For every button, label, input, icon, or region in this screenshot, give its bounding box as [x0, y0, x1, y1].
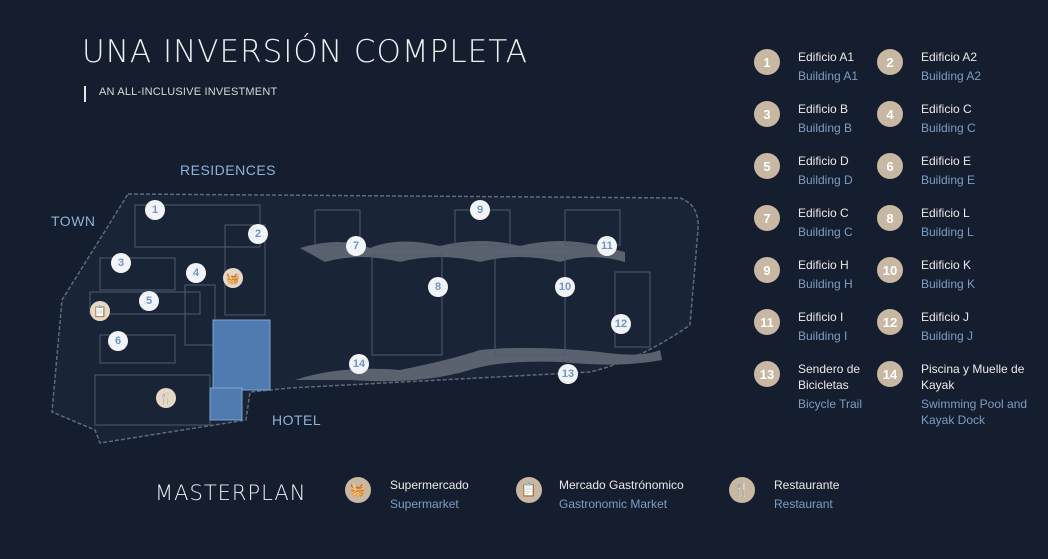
- map-label-town: TOWN: [51, 213, 96, 229]
- legend-label-en: Building A1: [798, 69, 859, 83]
- map-marker-13[interactable]: 13: [558, 364, 578, 384]
- legend-label-es: Edificio E: [921, 154, 972, 168]
- legend-text: Edificio J Building J: [921, 309, 1036, 344]
- legend-label-es: Edificio A1: [798, 50, 855, 64]
- legend-number-badge: 13: [754, 361, 780, 387]
- clipboard-icon: 📋: [516, 477, 542, 503]
- map-marker-11[interactable]: 11: [597, 236, 617, 256]
- page-subtitle: AN ALL-INCLUSIVE INVESTMENT: [99, 86, 278, 98]
- legend-text: Edificio C Building C: [798, 205, 870, 240]
- map-marker-10[interactable]: 10: [555, 277, 575, 297]
- subtitle-divider: [84, 86, 86, 102]
- amenity-label-es: Restaurante: [774, 478, 840, 492]
- legend-text: Edificio L Building L: [921, 205, 1036, 240]
- legend-label-es: Edificio J: [921, 310, 970, 324]
- legend-text: Edificio B Building B: [798, 101, 870, 136]
- map-label-hotel: HOTEL: [272, 412, 322, 428]
- legend-number-badge: 8: [877, 205, 903, 231]
- amenity-label-es: Mercado Gastrónomico: [559, 478, 684, 492]
- legend-label-en: Swimming Pool and Kayak Dock: [921, 397, 1028, 427]
- map-marker-2[interactable]: 2: [248, 224, 268, 244]
- legend-label-es: Edificio C: [798, 206, 849, 220]
- legend-text: Edificio C Building C: [921, 101, 1036, 136]
- legend-label-en: Bicycle Trail: [798, 397, 863, 411]
- legend-label-en: Building J: [921, 329, 974, 343]
- legend-number-badge: 10: [877, 257, 903, 283]
- site-plan-drawing: [51, 193, 699, 444]
- legend-label-es: Edificio K: [921, 258, 972, 272]
- basket-icon[interactable]: 🧺: [223, 268, 243, 288]
- legend-number-badge: 2: [877, 49, 903, 75]
- map-label-residences: RESIDENCES: [180, 162, 277, 178]
- legend-number-badge: 1: [754, 49, 780, 75]
- legend-text: Edificio I Building I: [798, 309, 870, 344]
- map-marker-6[interactable]: 6: [108, 331, 128, 351]
- legend-label-es: Edificio I: [798, 310, 844, 324]
- legend-label-en: Building L: [921, 225, 974, 239]
- legend-label-es: Edificio L: [921, 206, 970, 220]
- legend-text: Edificio K Building K: [921, 257, 1036, 292]
- amenity-label-en: Restaurant: [774, 497, 833, 511]
- legend-label-en: Building E: [921, 173, 976, 187]
- legend-label-en: Building D: [798, 173, 853, 187]
- legend-label-en: Building K: [921, 277, 976, 291]
- legend-number-badge: 5: [754, 153, 780, 179]
- legend-number-badge: 12: [877, 309, 903, 335]
- legend-number-badge: 7: [754, 205, 780, 231]
- page-title: UNA INVERSIÓN COMPLETA: [82, 34, 528, 70]
- legend-label-en: Building C: [798, 225, 853, 239]
- legend-text: Edificio A2 Building A2: [921, 49, 1036, 84]
- legend-label-es: Edificio C: [921, 102, 972, 116]
- legend-number-badge: 3: [754, 101, 780, 127]
- legend-text: Edificio A1 Building A1: [798, 49, 870, 84]
- map-marker-14[interactable]: 14: [349, 354, 369, 374]
- legend-label-es: Edificio A2: [921, 50, 978, 64]
- masterplan-title: MASTERPLAN: [155, 481, 307, 505]
- amenity-label-en: Supermarket: [390, 497, 459, 511]
- legend-text: Edificio H Building H: [798, 257, 870, 292]
- legend-label-es: Piscina y Muelle de Kayak: [921, 362, 1025, 392]
- legend-label-es: Sendero de Bicicletas: [798, 362, 861, 392]
- map-marker-9[interactable]: 9: [470, 200, 490, 220]
- legend-label-es: Edificio D: [798, 154, 849, 168]
- legend-label-en: Building H: [798, 277, 853, 291]
- clipboard-icon[interactable]: 📋: [90, 301, 110, 321]
- amenity-label-en: Gastronomic Market: [559, 497, 668, 511]
- legend-number-badge: 4: [877, 101, 903, 127]
- map-marker-12[interactable]: 12: [611, 314, 631, 334]
- legend-number-badge: 6: [877, 153, 903, 179]
- map-marker-5[interactable]: 5: [139, 291, 159, 311]
- legend-label-es: Edificio H: [798, 258, 849, 272]
- basket-icon: 🧺: [345, 477, 371, 503]
- map-marker-4[interactable]: 4: [186, 263, 206, 283]
- legend-label-en: Building C: [921, 121, 976, 135]
- legend-number-badge: 14: [877, 361, 903, 387]
- legend-text: Edificio E Building E: [921, 153, 1036, 188]
- legend-text: Edificio D Building D: [798, 153, 870, 188]
- legend-label-en: Building A2: [921, 69, 982, 83]
- legend-number-badge: 11: [754, 309, 780, 335]
- legend-label-en: Building B: [798, 121, 853, 135]
- map-marker-1[interactable]: 1: [145, 200, 165, 220]
- restaurant-icon[interactable]: 🍴: [156, 388, 176, 408]
- map-marker-8[interactable]: 8: [428, 277, 448, 297]
- legend-label-es: Edificio B: [798, 102, 849, 116]
- legend-label-en: Building I: [798, 329, 848, 343]
- restaurant-icon: 🍴: [729, 477, 755, 503]
- map-marker-7[interactable]: 7: [346, 236, 366, 256]
- map-marker-3[interactable]: 3: [111, 253, 131, 273]
- legend-number-badge: 9: [754, 257, 780, 283]
- amenity-label-es: Supermercado: [390, 478, 469, 492]
